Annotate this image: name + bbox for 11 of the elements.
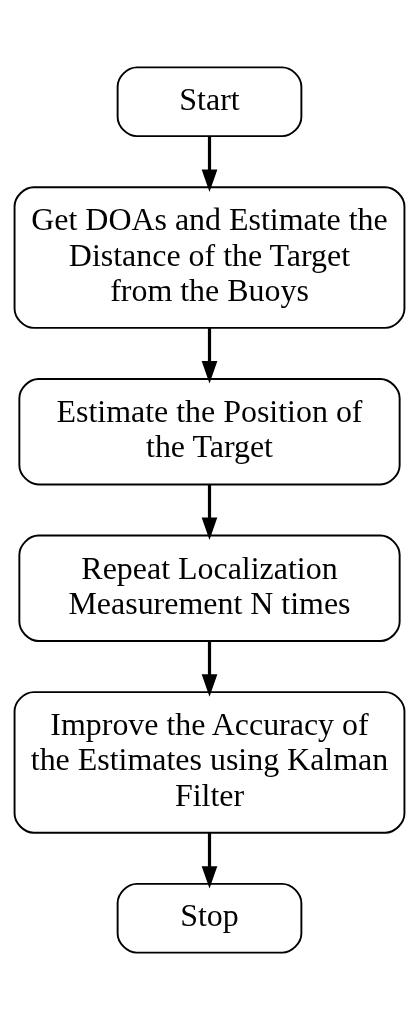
node-box: Improve the Accuracy of the Estimates using Kalman Filter	[13, 691, 406, 834]
node-box: Start	[116, 66, 303, 138]
arrow	[201, 328, 218, 384]
node-box: Stop	[116, 882, 303, 954]
node-box: Get DOAs and Estimate the Distance of the Target from the Buoys	[13, 186, 406, 329]
arrow	[201, 641, 218, 697]
node-box: Repeat Localization Measurement N times	[18, 534, 401, 642]
arrow	[201, 484, 218, 540]
node-box: Estimate the Position of the Target	[18, 378, 401, 486]
arrow	[201, 832, 218, 889]
arrow	[201, 136, 218, 192]
